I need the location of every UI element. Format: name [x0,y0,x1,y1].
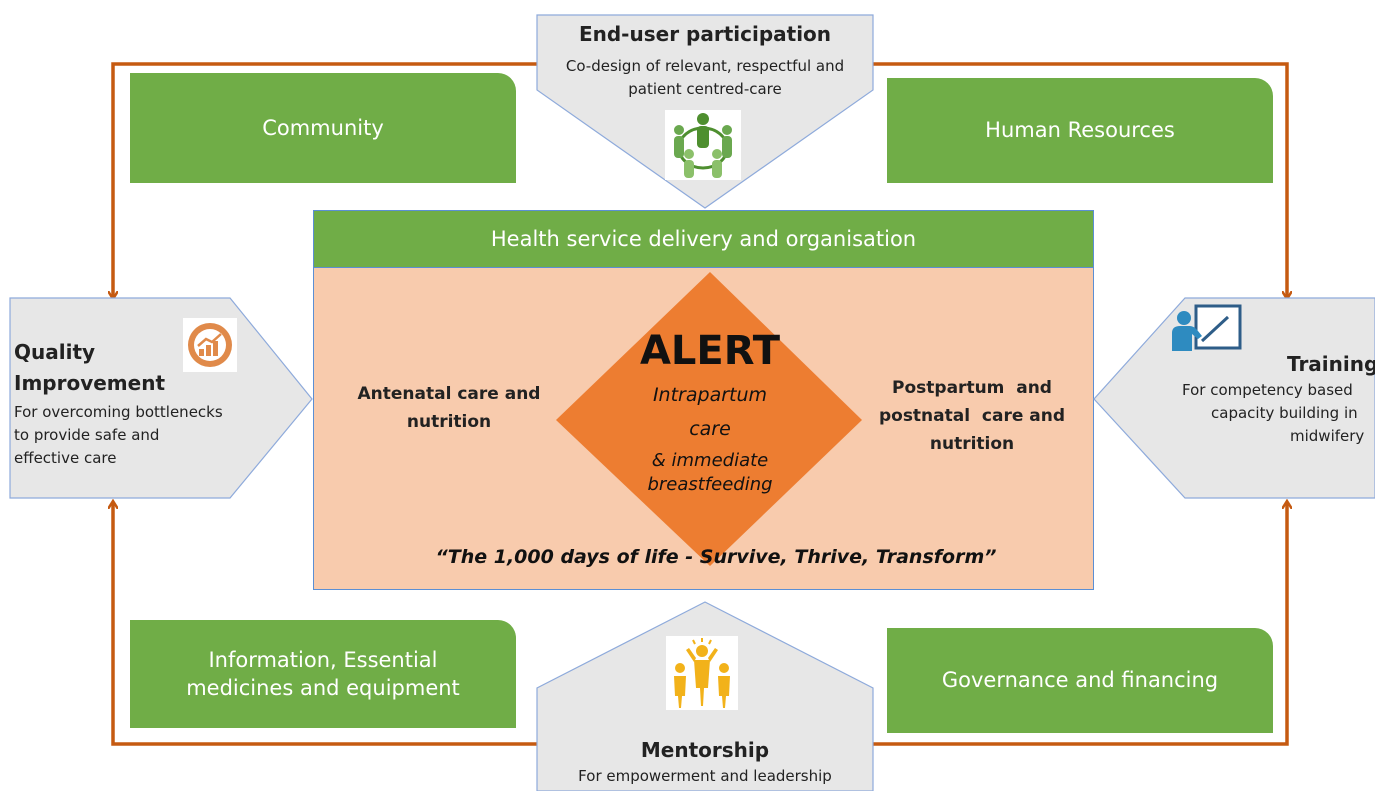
training-line3: midwifery [1290,427,1365,445]
arrow-top-right [873,62,1287,298]
alert-line1: Intrapartum [652,384,768,406]
training-pentagon [1093,297,1375,499]
antenatal-line1: Antenatal care and [357,384,541,404]
information-line2: medicines and equipment [186,676,460,700]
end-user-line1: Co-design of relevant, respectful and [565,57,845,75]
training-line2: capacity building in [1211,404,1358,422]
quality-line1: For overcoming bottlenecks [14,403,223,421]
slogan-text: “The 1,000 days of life - Survive, Thriv… [435,546,997,568]
teacher-board-icon [1170,303,1244,353]
human-resources-box: Human Resources [887,78,1273,183]
health-service-label: Health service delivery and organisation [490,227,917,251]
mentorship-title: Mentorship [640,738,770,762]
quality-line3: effective care [14,449,117,467]
alert-diamond [556,272,862,566]
community-label: Community [262,115,384,140]
team-leader-icon [666,636,738,710]
quality-title1: Quality [14,340,96,364]
health-service-header: Health service delivery and organisation [313,210,1094,268]
information-box: Information, Essential medicines and equ… [130,620,516,728]
governance-label: Governance and financing [941,668,1219,693]
information-line1: Information, Essential [208,647,438,672]
arrow-bottom-left [113,502,537,746]
alert-line4: breastfeeding [647,474,773,495]
postpartum-line3: nutrition [929,434,1015,454]
antenatal-line2: nutrition [406,412,492,432]
human-resources-label: Human Resources [985,118,1175,143]
alert-line3: & immediate [651,450,769,471]
arrow-top-left [113,62,537,298]
governance-box: Governance and financing [887,628,1273,733]
mentorship-line1: For empowerment and leadership [578,767,832,785]
end-user-line2: patient centred-care [628,80,782,98]
quality-title2: Improvement [14,371,166,395]
growth-chart-icon [183,318,237,372]
people-circle-icon [665,110,741,180]
alert-line2: care [689,418,731,440]
training-line1: For competency based [1182,381,1353,399]
arrow-bottom-right [873,502,1287,746]
training-title: Training [1287,352,1375,376]
postpartum-line1: Postpartum and [892,378,1052,398]
quality-line2: to provide safe and [14,426,160,444]
community-box: Community [130,73,516,183]
alert-title: ALERT [639,328,781,374]
postpartum-line2: postnatal care and [878,406,1066,426]
end-user-title: End-user participation [578,22,832,46]
